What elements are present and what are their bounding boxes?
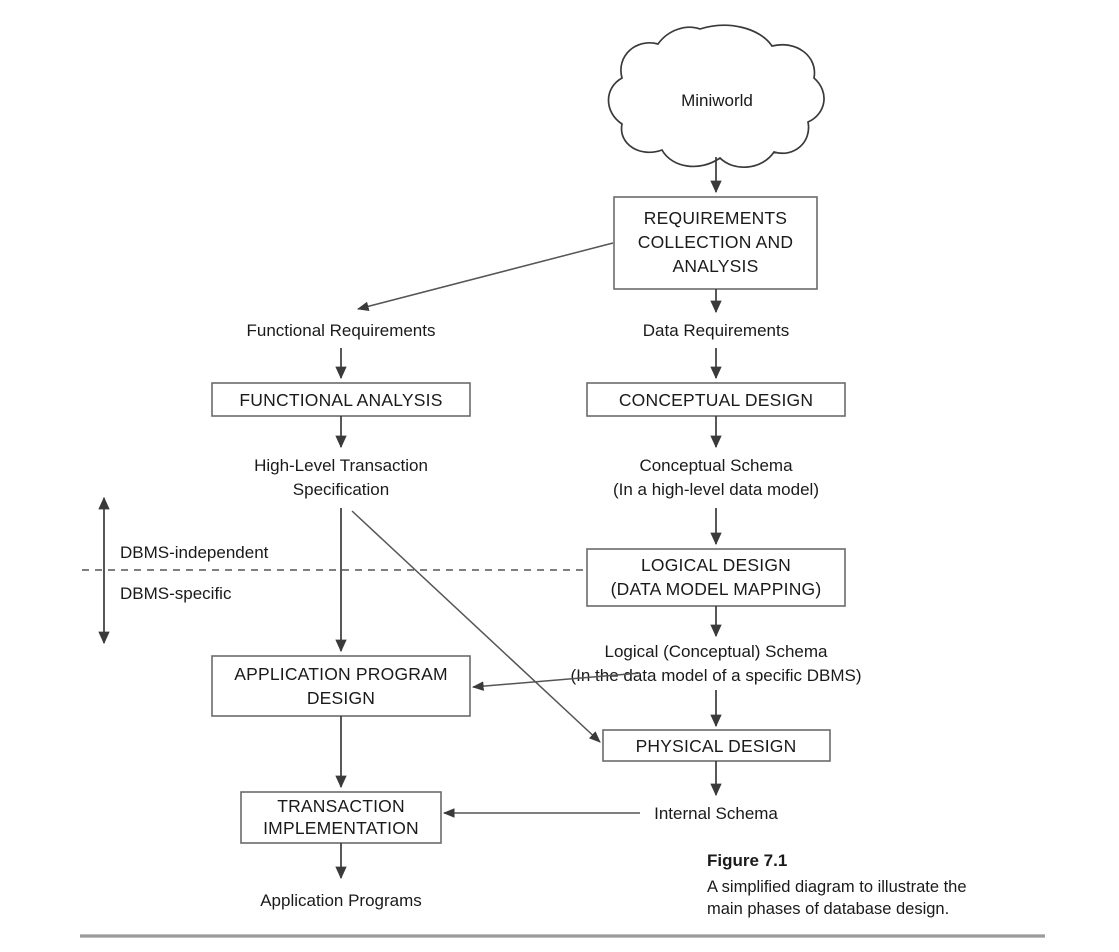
transaction-implementation-line-2: IMPLEMENTATION <box>263 818 419 838</box>
box-logical-design: LOGICAL DESIGN (DATA MODEL MAPPING) <box>586 548 846 607</box>
label-high-level-transaction-line2: Specification <box>293 480 389 499</box>
label-dbms-specific: DBMS-specific <box>120 584 232 603</box>
figure-caption-line-1: A simplified diagram to illustrate the <box>707 878 967 896</box>
functional-analysis-label: FUNCTIONAL ANALYSIS <box>239 390 442 410</box>
label-conceptual-schema-line1: Conceptual Schema <box>639 456 793 475</box>
label-logical-schema-line1: Logical (Conceptual) Schema <box>604 642 828 661</box>
requirements-line-3: ANALYSIS <box>673 256 759 276</box>
box-application-program-design: APPLICATION PROGRAM DESIGN <box>211 655 471 717</box>
box-transaction-implementation: TRANSACTION IMPLEMENTATION <box>240 791 442 844</box>
label-dbms-independent: DBMS-independent <box>120 543 269 562</box>
application-program-design-line-2: DESIGN <box>307 688 375 708</box>
conceptual-design-box-frame <box>586 382 846 417</box>
physical-design-label: PHYSICAL DESIGN <box>636 736 797 756</box>
miniworld-label: Miniworld <box>681 91 753 110</box>
requirements-line-2: COLLECTION AND <box>638 232 793 252</box>
functional-analysis-box-frame <box>211 382 471 417</box>
label-internal-schema: Internal Schema <box>654 804 778 823</box>
application-program-design-box-frame <box>211 655 471 717</box>
figure-caption-line-2: main phases of database design. <box>707 900 949 918</box>
miniworld-cloud: Miniworld <box>607 24 825 169</box>
box-conceptual-design: CONCEPTUAL DESIGN <box>586 382 846 417</box>
logical-design-box-frame <box>586 548 846 607</box>
application-program-design-line-1: APPLICATION PROGRAM <box>234 664 448 684</box>
cloud-shape <box>607 24 825 169</box>
figure-number: Figure 7.1 <box>707 851 787 870</box>
label-logical-schema-line2: (In the data model of a specific DBMS) <box>570 666 861 685</box>
physical-design-box-frame <box>602 729 831 762</box>
label-conceptual-schema-line2: (In a high-level data model) <box>613 480 819 499</box>
label-data-requirements: Data Requirements <box>643 321 789 340</box>
requirements-box-frame <box>613 196 818 290</box>
arrow-logical-schema-to-application-program <box>471 672 641 691</box>
box-physical-design: PHYSICAL DESIGN <box>602 729 831 762</box>
figure-caption: Figure 7.1 A simplified diagram to illus… <box>707 851 967 918</box>
label-application-programs: Application Programs <box>260 891 422 910</box>
label-functional-requirements: Functional Requirements <box>247 321 436 340</box>
arrow-requirements-to-functional <box>356 242 614 311</box>
label-high-level-transaction-line1: High-Level Transaction <box>254 456 428 475</box>
box-requirements-collection-and-analysis: REQUIREMENTS COLLECTION AND ANALYSIS <box>613 196 818 290</box>
conceptual-design-label: CONCEPTUAL DESIGN <box>619 390 813 410</box>
logical-design-line-1: LOGICAL DESIGN <box>641 555 791 575</box>
box-functional-analysis: FUNCTIONAL ANALYSIS <box>211 382 471 417</box>
requirements-line-1: REQUIREMENTS <box>644 208 787 228</box>
transaction-implementation-line-1: TRANSACTION <box>277 796 405 816</box>
arrow-spec-to-physical-design <box>351 510 601 743</box>
logical-design-line-2: (DATA MODEL MAPPING) <box>611 579 822 599</box>
dbms-divider-group: DBMS-independent DBMS-specific <box>82 496 585 645</box>
